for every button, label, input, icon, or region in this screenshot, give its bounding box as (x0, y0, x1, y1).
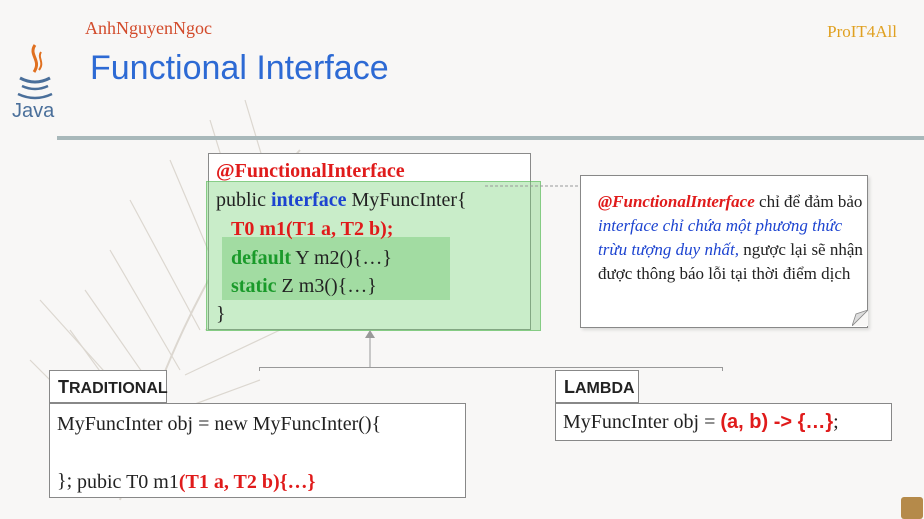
note-text-part1: chỉ để đảm bảo (754, 192, 863, 211)
lambda-line: MyFuncInter obj = (a, b) -> {…}; (563, 408, 839, 437)
note-text: @FunctionalInterface chỉ để đảm bảo inte… (598, 190, 868, 286)
interface-code-box (208, 153, 531, 330)
highlight-default-static (222, 237, 450, 300)
note-box (580, 175, 868, 328)
traditional-tab: TRADITIONAL (49, 370, 168, 403)
traditional-line-3: }; (57, 470, 73, 492)
lambda-tab: LAMBDA (555, 370, 639, 403)
note-text-part2: ngược lại sẽ nhận được thông báo lỗi tại… (598, 240, 863, 283)
lambda-line-post: ; (833, 411, 839, 433)
lambda-line-pre: MyFuncInter obj = (563, 411, 721, 433)
code-abstract-method: T0 m1(T1 a, T2 b); (231, 218, 394, 240)
slide-title: Functional Interface (90, 49, 389, 87)
lambda-code-box (555, 403, 892, 441)
traditional-line-2-pre: pubic T0 m1 (67, 471, 179, 493)
author-name: AnhNguyenNgoc (85, 18, 212, 38)
inheritance-arrow-icon (365, 330, 375, 368)
traditional-line-2: pubic T0 m1(T1 a, T2 b){…} (57, 439, 315, 497)
highlight-interface-body (206, 181, 541, 331)
code-default-method: default Y m2(){…} (231, 244, 392, 273)
brand-name: ProIT4All (827, 22, 897, 41)
title-divider (57, 136, 924, 140)
page-curl-icon (852, 310, 868, 326)
traditional-line-2-args: (T1 a, T2 b){…} (178, 471, 316, 493)
connector-left-tick (259, 367, 260, 371)
note-annotation: @FunctionalInterface (598, 192, 755, 211)
code-static-method: static Z m3(){…} (231, 272, 377, 301)
inheritance-connector (259, 367, 722, 368)
code-interface-keyword: interface (271, 189, 347, 211)
lambda-tab-rest: AMBDA (575, 380, 635, 397)
lambda-expression: (a, b) -> {…} (720, 411, 834, 433)
presenter-avatar (901, 497, 923, 519)
traditional-tab-rest: RADITIONAL (69, 380, 168, 397)
traditional-code-box (49, 403, 466, 498)
connector-right-tick (722, 367, 723, 371)
code-static-rest: Z m3(){…} (276, 275, 377, 297)
code-default-keyword: default (231, 247, 291, 269)
code-static-keyword: static (231, 275, 277, 297)
code-closing-brace: } (216, 303, 226, 325)
traditional-line-1: MyFuncInter obj = new MyFuncInter(){ (57, 413, 382, 435)
code-line-interface: public interface MyFuncInter{ (216, 186, 467, 215)
note-emphasis: interface chỉ chứa một phương thức trừu … (598, 216, 843, 259)
java-logo-icon (17, 44, 53, 100)
traditional-tab-initial: T (58, 377, 69, 397)
code-default-rest: Y m2(){…} (291, 247, 393, 269)
lambda-tab-initial: L (564, 377, 575, 397)
java-logo-text: Java (12, 100, 55, 122)
code-interface-name: MyFuncInter{ (346, 189, 467, 211)
code-public: public (216, 189, 271, 211)
code-annotation: @FunctionalInterface (216, 160, 405, 182)
